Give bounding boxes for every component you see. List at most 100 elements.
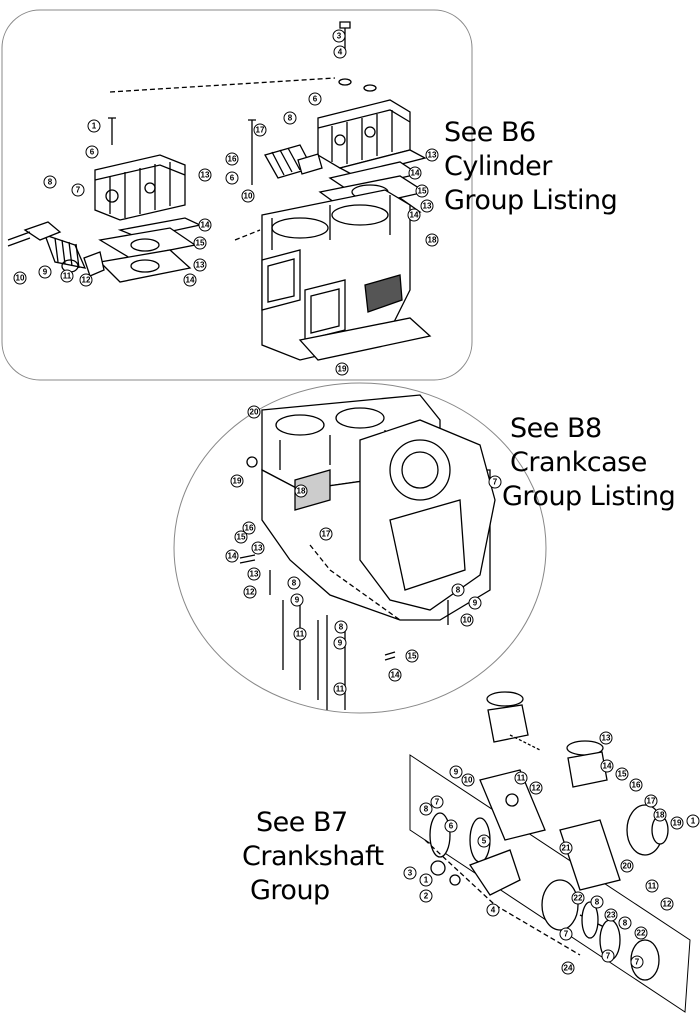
svg-text:22: 22 xyxy=(637,929,646,938)
svg-text:12: 12 xyxy=(532,784,541,793)
svg-text:9: 9 xyxy=(338,639,343,648)
svg-text:10: 10 xyxy=(16,274,25,283)
svg-text:24: 24 xyxy=(564,964,573,973)
svg-text:16: 16 xyxy=(228,155,237,164)
svg-text:4: 4 xyxy=(338,48,343,57)
svg-text:18: 18 xyxy=(297,487,306,496)
cylinder-group-drawing xyxy=(7,21,432,361)
left-bolts-10 xyxy=(7,231,31,247)
crankcase-label-line-1: See B8 xyxy=(510,413,602,444)
svg-text:7: 7 xyxy=(493,478,498,487)
crankcase-group-drawing xyxy=(239,394,496,710)
svg-text:7: 7 xyxy=(76,186,81,195)
svg-text:14: 14 xyxy=(228,552,237,561)
svg-text:6: 6 xyxy=(313,95,318,104)
svg-text:13: 13 xyxy=(250,570,259,579)
svg-text:5: 5 xyxy=(482,837,487,846)
svg-text:15: 15 xyxy=(418,187,427,196)
svg-text:11: 11 xyxy=(296,630,305,639)
svg-text:18: 18 xyxy=(428,236,437,245)
svg-text:12: 12 xyxy=(246,588,255,597)
svg-text:17: 17 xyxy=(647,797,656,806)
left-gasket-14 xyxy=(98,249,192,283)
svg-text:11: 11 xyxy=(517,774,526,783)
crankcase-flange xyxy=(359,419,496,611)
svg-text:11: 11 xyxy=(63,272,72,281)
svg-text:7: 7 xyxy=(564,930,569,939)
svg-text:14: 14 xyxy=(410,211,419,220)
svg-text:22: 22 xyxy=(574,894,583,903)
svg-text:13: 13 xyxy=(196,261,205,270)
svg-text:6: 6 xyxy=(230,174,235,183)
crankcase-frame xyxy=(173,382,547,714)
svg-text:7: 7 xyxy=(435,798,440,807)
base-gasket-19 xyxy=(298,317,432,361)
cylinder-frame xyxy=(1,9,473,381)
svg-text:15: 15 xyxy=(618,770,627,779)
crankshaft-label-line-1: See B7 xyxy=(256,807,348,838)
crankcase-label-line-2: Crankcase xyxy=(510,447,647,478)
svg-text:6: 6 xyxy=(449,822,454,831)
svg-text:3: 3 xyxy=(408,869,413,878)
svg-text:16: 16 xyxy=(632,781,641,790)
crankshaft-group-label: See B7 Crankshaft Group xyxy=(242,806,384,908)
svg-text:18: 18 xyxy=(656,811,665,820)
cylinder-label-line-1: See B6 xyxy=(444,117,536,148)
svg-text:8: 8 xyxy=(288,114,293,123)
svg-text:10: 10 xyxy=(464,776,473,785)
cylinder-group-label: See B6 Cylinder Group Listing xyxy=(444,116,618,218)
svg-text:19: 19 xyxy=(673,819,682,828)
svg-text:8: 8 xyxy=(424,805,429,814)
svg-text:9: 9 xyxy=(454,768,459,777)
svg-text:8: 8 xyxy=(456,586,461,595)
svg-text:12: 12 xyxy=(82,276,91,285)
svg-text:2: 2 xyxy=(424,892,429,901)
svg-text:13: 13 xyxy=(254,544,263,553)
svg-text:6: 6 xyxy=(90,148,95,157)
svg-text:15: 15 xyxy=(237,533,246,542)
svg-text:1: 1 xyxy=(691,817,696,826)
svg-text:19: 19 xyxy=(233,477,242,486)
svg-text:19: 19 xyxy=(338,365,347,374)
svg-text:8: 8 xyxy=(292,579,297,588)
svg-text:15: 15 xyxy=(408,652,417,661)
svg-text:9: 9 xyxy=(43,268,48,277)
svg-text:4: 4 xyxy=(491,906,496,915)
left-exhaust-bellows xyxy=(23,221,87,269)
svg-text:11: 11 xyxy=(648,882,657,891)
svg-text:13: 13 xyxy=(428,151,437,160)
svg-text:17: 17 xyxy=(322,530,331,539)
crankcase-group-label: See B8 Crankcase Group Listing xyxy=(502,412,676,514)
svg-text:12: 12 xyxy=(663,900,672,909)
crankshaft-group-drawing xyxy=(409,691,691,1013)
svg-text:20: 20 xyxy=(623,862,632,871)
svg-text:8: 8 xyxy=(48,178,53,187)
svg-text:21: 21 xyxy=(562,844,571,853)
svg-text:1: 1 xyxy=(424,876,429,885)
svg-text:14: 14 xyxy=(603,762,612,771)
svg-text:14: 14 xyxy=(201,221,210,230)
svg-text:8: 8 xyxy=(623,919,628,928)
cylinder-block xyxy=(261,189,411,361)
svg-text:1: 1 xyxy=(92,122,97,131)
cylinder-label-line-2: Cylinder xyxy=(444,151,552,182)
svg-text:23: 23 xyxy=(607,911,616,920)
svg-text:11: 11 xyxy=(336,685,345,694)
svg-text:14: 14 xyxy=(411,169,420,178)
svg-text:15: 15 xyxy=(196,239,205,248)
svg-text:9: 9 xyxy=(473,599,478,608)
crankshaft-label-line-3: Group xyxy=(250,875,330,906)
svg-text:13: 13 xyxy=(602,734,611,743)
svg-text:3: 3 xyxy=(337,32,342,41)
crankcase-label-line-3: Group Listing xyxy=(502,481,676,512)
svg-text:8: 8 xyxy=(595,898,600,907)
svg-text:8: 8 xyxy=(339,623,344,632)
svg-text:14: 14 xyxy=(391,671,400,680)
svg-text:7: 7 xyxy=(606,952,611,961)
left-elbow-12 xyxy=(83,251,105,277)
left-cylinder-head xyxy=(94,154,186,221)
